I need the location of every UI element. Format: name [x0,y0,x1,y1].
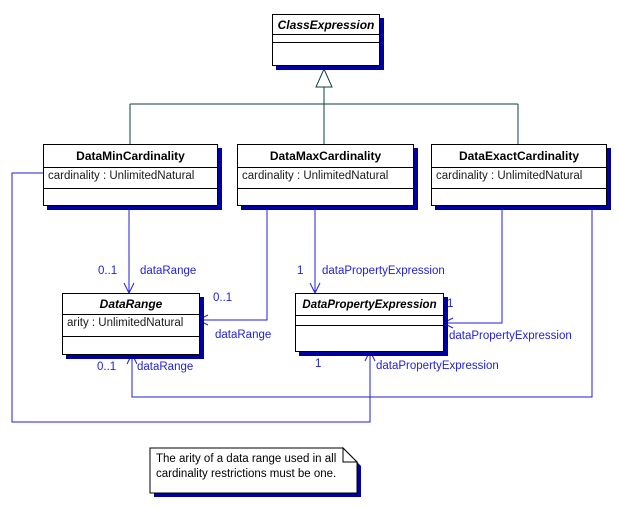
class-datarange[interactable]: DataRange arity : UnlimitedNatural [62,293,200,355]
class-title: DataPropertyExpression [302,298,437,311]
operations-compartment [44,188,217,205]
multiplicity-label: 0..1 [97,361,117,373]
multiplicity-label: 1 [447,298,454,310]
note-line: The arity of a data range used in all [156,453,337,465]
generalization-arrowhead [315,67,333,88]
class-datamaxcardinality[interactable]: DataMaxCardinality cardinality : Unlimit… [237,144,414,206]
class-datamincardinality[interactable]: DataMinCardinality cardinality : Unlimit… [43,144,218,206]
note[interactable]: The arity of a data range used in all ca… [156,452,346,482]
role-label: dataRange [137,361,194,373]
attribute-arity: arity : UnlimitedNatural [63,314,199,336]
attributes-compartment [296,315,443,325]
operations-compartment [273,42,379,65]
class-title: ClassExpression [277,17,375,32]
operations-compartment [432,188,606,205]
multiplicity-label: 0..1 [98,265,118,277]
multiplicity-label: 0..1 [213,292,233,304]
role-label: dataPropertyExpression [322,265,445,277]
attribute-cardinality: cardinality : UnlimitedNatural [432,167,606,188]
attribute-cardinality: cardinality : UnlimitedNatural [238,167,413,188]
operations-compartment [238,188,413,205]
multiplicity-label: 1 [315,358,322,370]
note-fold-corner [342,446,359,463]
class-dataexactcardinality[interactable]: DataExactCardinality cardinality : Unlim… [431,144,607,206]
attribute-cardinality: cardinality : UnlimitedNatural [44,167,217,188]
class-title: DataMinCardinality [76,149,185,163]
note-shape [149,446,361,497]
role-label: dataPropertyExpression [376,360,499,372]
class-title: DataMaxCardinality [269,149,382,163]
class-classexpression[interactable]: ClassExpression [272,14,380,66]
operations-compartment [63,336,199,354]
role-label: dataRange [215,329,272,341]
role-label: dataRange [140,265,197,277]
generalization-edges [129,67,519,144]
role-label: dataPropertyExpression [449,330,572,342]
class-title: DataExactCardinality [458,149,580,163]
class-title: DataRange [99,297,163,311]
class-datapropertyexpression[interactable]: DataPropertyExpression [295,293,444,352]
note-line: cardinality restrictions must be one. [156,468,337,480]
multiplicity-label: 1 [297,265,304,277]
operations-compartment [296,325,443,351]
attributes-compartment [273,34,379,42]
